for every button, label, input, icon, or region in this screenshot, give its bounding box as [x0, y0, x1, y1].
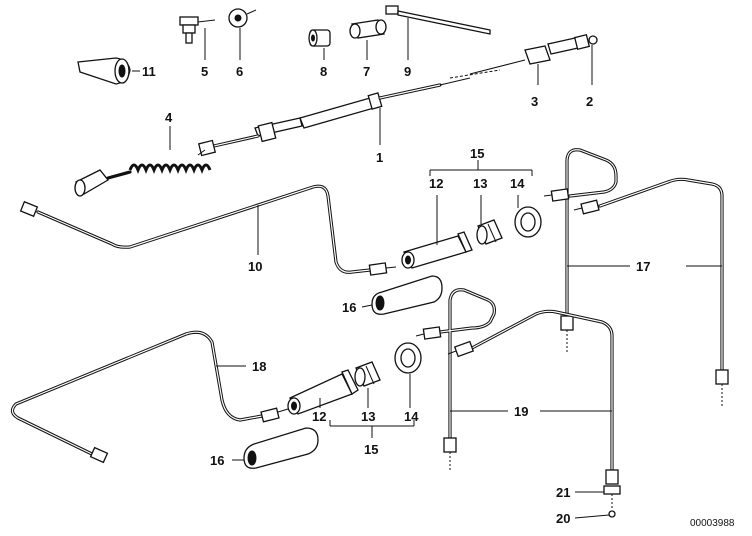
callout-17: 17 — [636, 259, 650, 274]
callout-6: 6 — [236, 64, 243, 79]
callout-16-lower: 16 — [210, 453, 224, 468]
part-8-sleeve — [308, 29, 331, 47]
part-16-grip-lower — [243, 427, 319, 469]
part-14-ring-upper — [514, 206, 542, 238]
callout-5: 5 — [201, 64, 208, 79]
callout-8: 8 — [320, 64, 327, 79]
callout-13-lower: 13 — [361, 409, 375, 424]
part-12-grip-tube-lower — [287, 369, 359, 415]
part-19-cables — [415, 288, 619, 485]
part-6-nut — [228, 8, 257, 28]
part-16-grip-upper — [371, 275, 443, 315]
callout-1: 1 — [376, 150, 383, 165]
part-1-main-cable — [197, 69, 501, 157]
part-13-sleeve-lower — [354, 361, 381, 387]
callout-9: 9 — [404, 64, 411, 79]
callout-4: 4 — [165, 110, 173, 125]
callout-16-upper: 16 — [342, 300, 356, 315]
part-2-end-fitting — [573, 33, 598, 51]
part-13-sleeve-upper — [476, 219, 503, 245]
part-10-cable — [19, 184, 397, 276]
part-17-cables — [543, 148, 729, 406]
callout-3: 3 — [531, 94, 538, 109]
callout-21: 21 — [556, 485, 570, 500]
callout-2: 2 — [586, 94, 593, 109]
callout-18: 18 — [252, 359, 266, 374]
callout-13-upper: 13 — [473, 176, 487, 191]
reference-number: 00003988 — [690, 518, 735, 529]
part-5-bolt — [179, 16, 216, 44]
part-11-boot — [77, 57, 131, 85]
callout-15-upper: 15 — [470, 146, 484, 161]
part-14-ring-lower — [394, 342, 422, 374]
part-18-cable — [10, 330, 289, 464]
callout-12-upper: 12 — [429, 176, 443, 191]
part-4-spring-end — [74, 149, 212, 197]
part-21-nut — [603, 485, 621, 495]
callout-19: 19 — [514, 404, 528, 419]
part-20-screw — [608, 494, 616, 518]
callout-7: 7 — [363, 64, 370, 79]
callout-15-lower: 15 — [364, 442, 378, 457]
part-12-grip-tube-upper — [401, 231, 473, 269]
part-7-bushing — [349, 19, 387, 39]
callout-14-lower: 14 — [404, 409, 419, 424]
callout-10: 10 — [248, 259, 262, 274]
part-3-adjuster — [469, 37, 579, 85]
callout-12-lower: 12 — [312, 409, 326, 424]
part-9-cable-tie — [385, 5, 491, 35]
callout-20: 20 — [556, 511, 570, 526]
callout-14-upper: 14 — [510, 176, 525, 191]
callout-11: 11 — [142, 64, 156, 79]
